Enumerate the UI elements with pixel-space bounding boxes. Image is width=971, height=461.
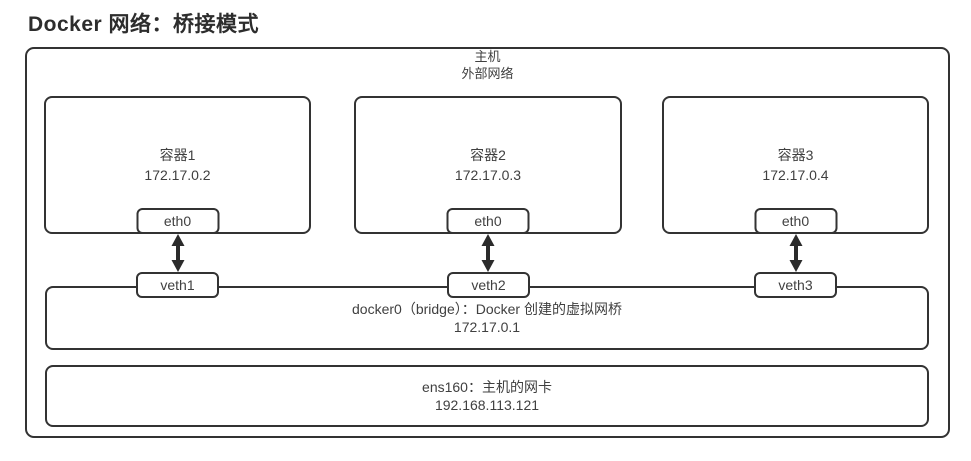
container2-ip: 172.17.0.3 xyxy=(454,167,522,183)
container1-box: 容器1 172.17.0.2 eth0 xyxy=(44,96,311,234)
container3-eth0-box: eth0 xyxy=(754,208,837,234)
container3-name: 容器3 xyxy=(777,147,814,163)
veth1-box: veth1 xyxy=(136,272,219,298)
bridge-label: docker0（bridge）：Docker 创建的虚拟网桥 xyxy=(352,301,622,317)
container1-eth0-box: eth0 xyxy=(136,208,219,234)
nic-ip: 192.168.113.121 xyxy=(434,397,540,413)
diagram-title: Docker 网络：桥接模式 xyxy=(28,13,260,36)
double-arrow-icon xyxy=(171,234,185,272)
bridge-ip: 172.17.0.1 xyxy=(453,319,521,335)
container2-name: 容器2 xyxy=(470,147,506,163)
double-arrow-icon xyxy=(789,234,803,272)
container3-ip: 172.17.0.4 xyxy=(762,167,829,183)
container1-name: 容器1 xyxy=(159,147,196,163)
container2-eth0-box: eth0 xyxy=(446,208,530,234)
host-label: 主机 外部网络 xyxy=(25,48,950,82)
ens160-nic-box: ens160：主机的网卡 192.168.113.121 xyxy=(45,365,929,427)
host-label-line2: 外部网络 xyxy=(461,66,514,81)
container1-ip: 172.17.0.2 xyxy=(144,167,211,183)
veth2-box: veth2 xyxy=(447,272,530,298)
container3-box: 容器3 172.17.0.4 eth0 xyxy=(662,96,929,234)
nic-label: ens160：主机的网卡 xyxy=(422,379,552,395)
double-arrow-icon xyxy=(481,234,495,272)
container2-box: 容器2 172.17.0.3 eth0 xyxy=(354,96,622,234)
veth3-box: veth3 xyxy=(754,272,837,298)
host-label-line1: 主机 xyxy=(474,49,501,64)
